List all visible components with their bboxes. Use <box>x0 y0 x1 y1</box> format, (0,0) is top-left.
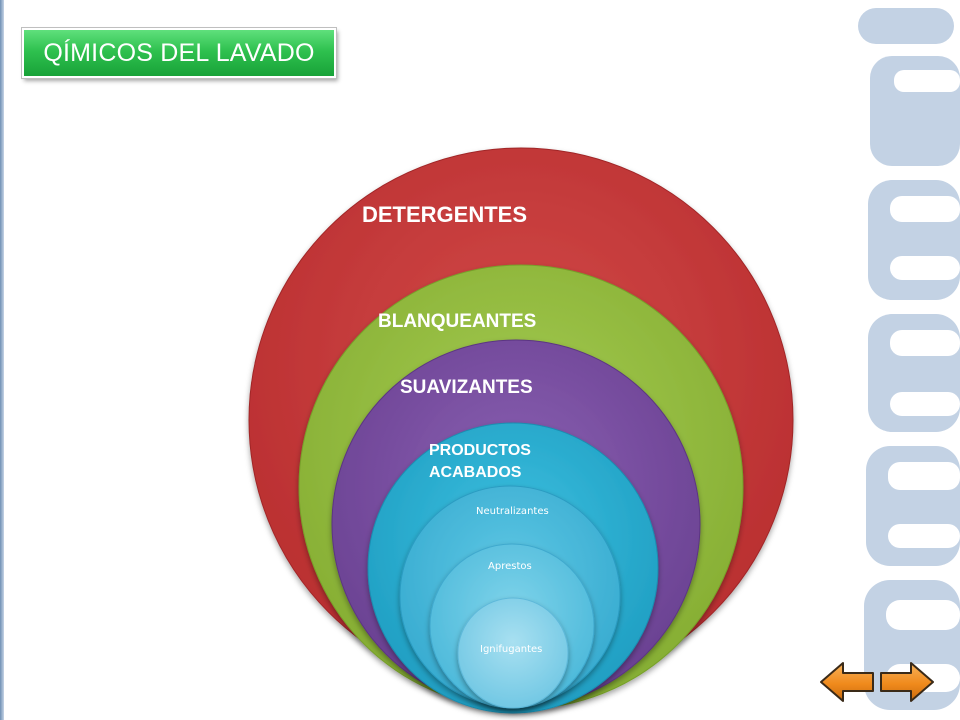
ring-ignifugantes <box>457 597 569 709</box>
next-slide-button[interactable] <box>879 660 935 704</box>
left-edge-rule <box>0 0 4 720</box>
label-suavizantes: SUAVIZANTES <box>400 377 533 398</box>
prev-slide-button[interactable] <box>819 660 875 704</box>
label-productos-line2: ACABADOS <box>429 464 522 481</box>
label-aprestos: Aprestos <box>488 561 532 572</box>
arrow-left-icon <box>820 662 874 702</box>
slide-title: QÍMICOS DEL LAVADO <box>22 28 336 78</box>
label-detergentes: DETERGENTES <box>362 202 527 227</box>
label-neutralizantes: Neutralizantes <box>476 506 549 517</box>
label-blanqueantes: BLANQUEANTES <box>378 311 536 332</box>
brand-watermark <box>850 0 960 720</box>
arrow-right-icon <box>880 662 934 702</box>
label-productos-line1: PRODUCTOS <box>429 442 531 459</box>
label-ignifugantes: Ignifugantes <box>480 644 542 655</box>
